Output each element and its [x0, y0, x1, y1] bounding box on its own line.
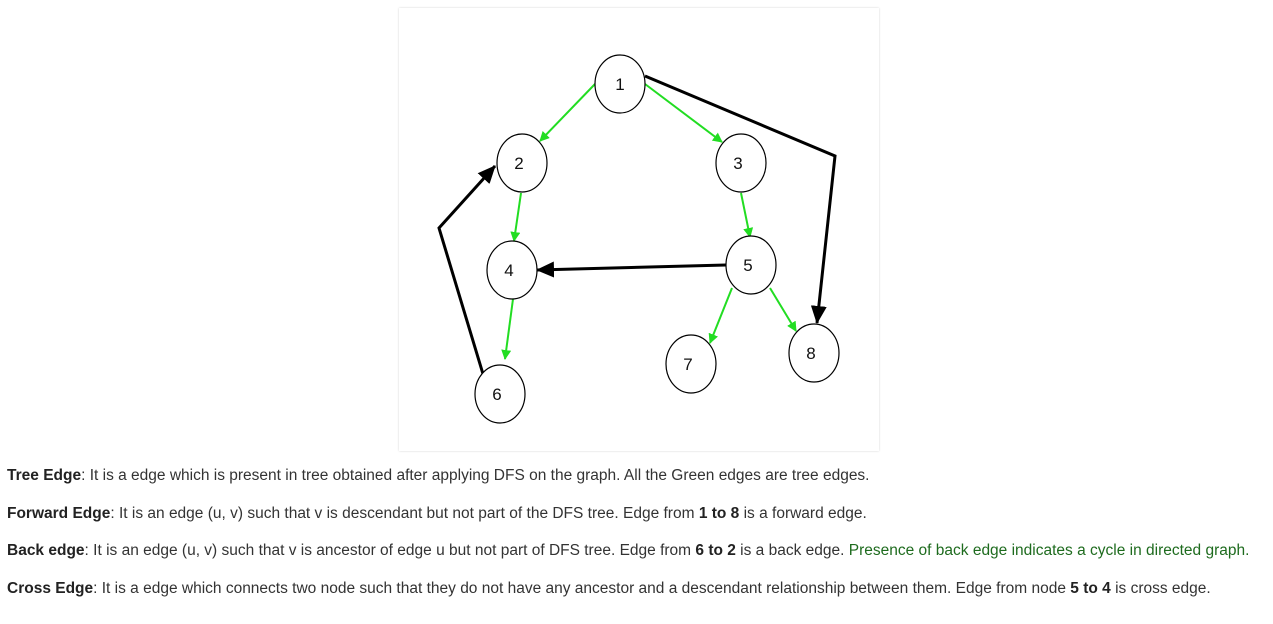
tree-edge-4-6	[501, 298, 514, 360]
node-7-label: 7	[683, 355, 692, 374]
cross-edge-example: 5 to 4	[1070, 579, 1111, 597]
forward-edge-example: 1 to 8	[698, 504, 740, 522]
forward-edge-1-8	[644, 74, 837, 324]
node-2: 2	[496, 133, 548, 193]
graph-svg: 1 2 3 4 5 6 7 8	[437, 54, 840, 424]
tree-edge-1-3	[644, 83, 723, 143]
edge-descriptions: Tree Edge: It is a edge which is present…	[7, 466, 1269, 616]
node-1-label: 1	[615, 75, 624, 94]
forward-edge-paragraph: Forward Edge: It is an edge (u, v) such …	[7, 504, 1269, 524]
node-8: 8	[788, 323, 840, 383]
back-edge-example: 6 to 2	[695, 542, 736, 559]
back-edge-description: : It is an edge (u, v) such that v is an…	[84, 542, 696, 559]
cross-edge-paragraph: Cross Edge: It is a edge which connects …	[7, 579, 1269, 599]
node-2-label: 2	[514, 154, 523, 173]
back-edge-term: Back edge	[7, 542, 85, 559]
back-edge-description-end: is a back edge.	[735, 542, 849, 559]
tree-edge-2-4	[510, 192, 522, 242]
tree-edge-paragraph: Tree Edge: It is a edge which is present…	[7, 466, 1269, 486]
forward-edge-description-end: is a forward edge.	[739, 504, 867, 522]
node-4: 4	[486, 240, 538, 300]
node-5-label: 5	[743, 256, 752, 275]
node-5: 5	[725, 235, 777, 295]
node-6-label: 6	[492, 385, 501, 404]
tree-edge-3-5	[740, 192, 754, 238]
cross-edge-description: : It is a edge which connects two node s…	[93, 579, 1071, 597]
tree-edge-description: : It is a edge which is present in tree …	[81, 467, 870, 484]
forward-edge-term: Forward Edge	[7, 504, 111, 522]
node-6: 6	[474, 364, 526, 424]
node-3-label: 3	[733, 154, 742, 173]
tree-edge-1-2	[539, 83, 596, 142]
dfs-edge-diagram: 1 2 3 4 5 6 7 8	[399, 8, 879, 451]
tree-edge-5-7	[708, 287, 733, 344]
cycle-note: Presence of back edge indicates a cycle …	[848, 542, 1250, 559]
back-edge-paragraph: Back edge: It is an edge (u, v) such tha…	[7, 541, 1269, 561]
node-8-label: 8	[806, 344, 815, 363]
forward-edge-description: : It is an edge (u, v) such that v is de…	[110, 504, 699, 522]
node-4-label: 4	[504, 261, 513, 280]
tree-edge-5-8	[769, 287, 797, 332]
back-edge-6-2	[437, 164, 497, 375]
node-1: 1	[594, 54, 646, 114]
cross-edge-description-end: is cross edge.	[1110, 579, 1211, 597]
cross-edge-5-4	[536, 261, 727, 278]
tree-edge-term: Tree Edge	[7, 467, 82, 484]
node-7: 7	[665, 334, 717, 394]
node-3: 3	[715, 133, 767, 193]
cross-edge-term: Cross Edge	[7, 579, 94, 597]
